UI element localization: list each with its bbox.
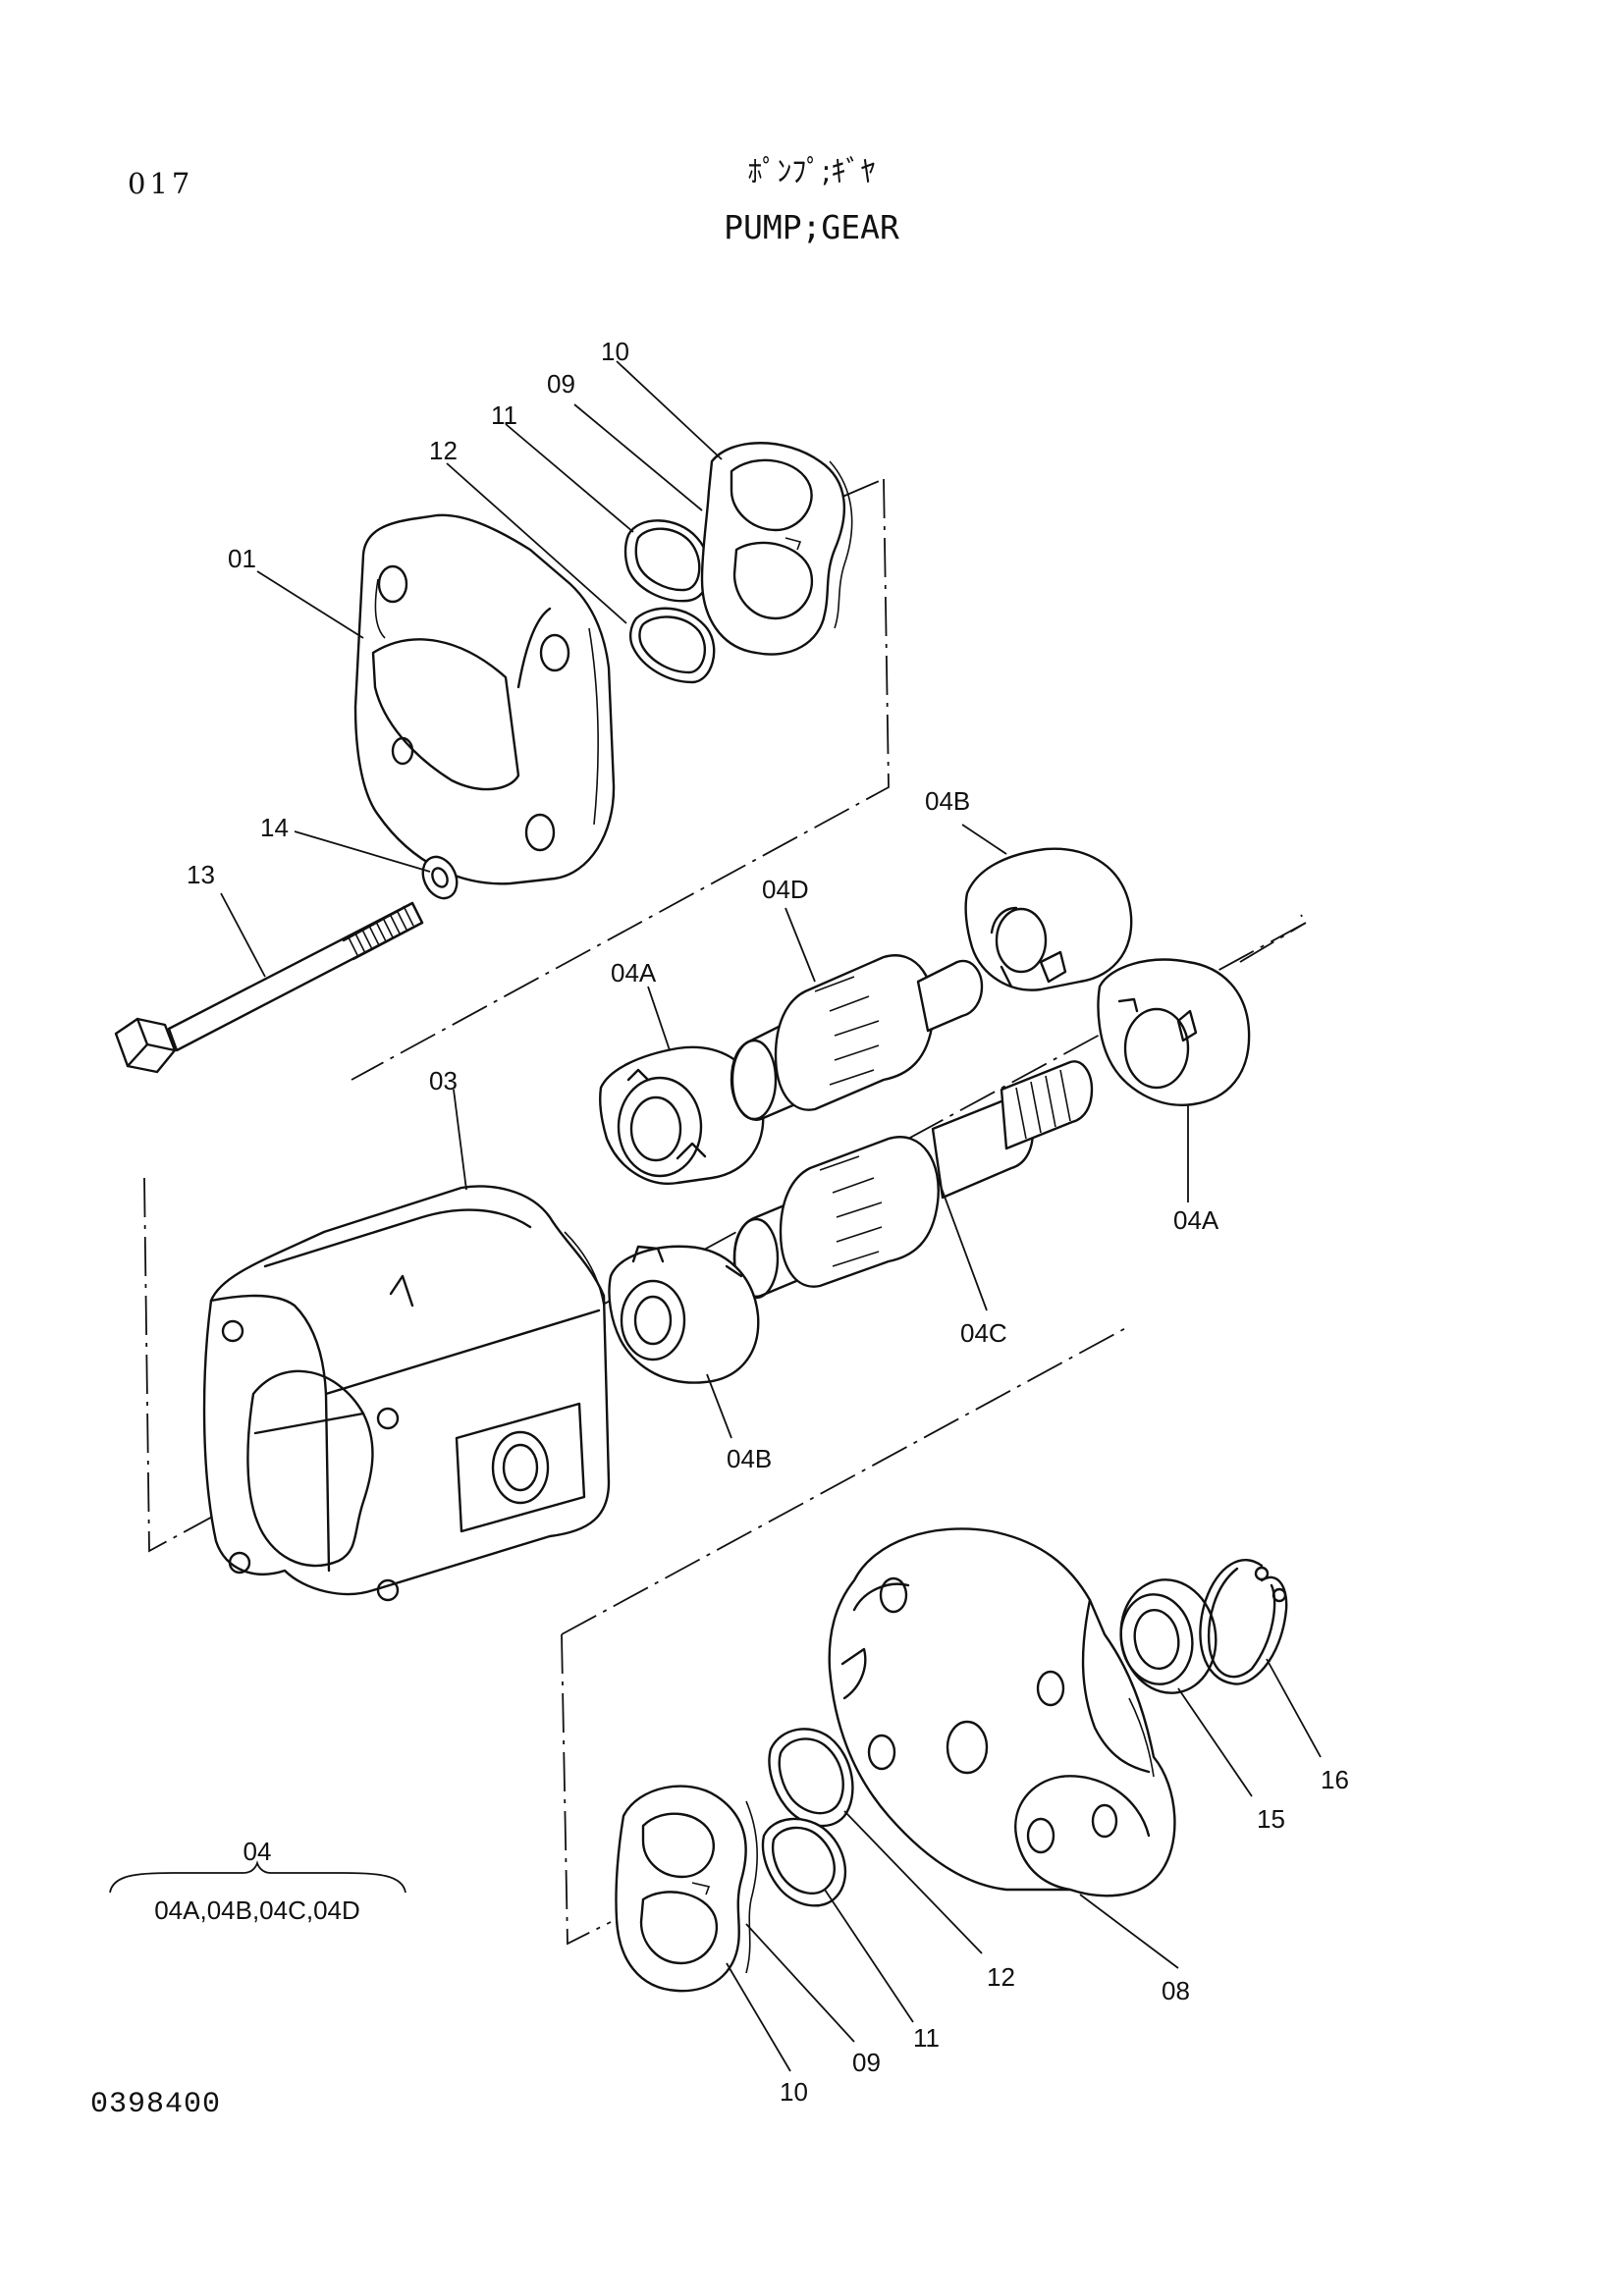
kit-legend-children: 04A,04B,04C,04D	[154, 1896, 360, 1925]
callout-12-lower: 12	[987, 1962, 1015, 1992]
callout-04a-right: 04A	[1173, 1205, 1219, 1235]
page-number: 017	[128, 167, 194, 200]
callout-04d: 04D	[762, 875, 809, 904]
part-01-rear-cover	[353, 513, 616, 885]
callout-10-lower: 10	[780, 2077, 808, 2107]
part-04b-bushing-upper	[964, 847, 1133, 991]
part-12-seal-upper	[628, 607, 716, 684]
callout-04a-left: 04A	[611, 958, 657, 988]
callout-12-upper: 12	[429, 436, 458, 465]
callout-04c: 04C	[960, 1318, 1007, 1348]
assembly-boundary-lines	[143, 478, 1308, 1946]
figure-number: 0398400	[90, 2088, 222, 2121]
callout-10-upper: 10	[601, 337, 629, 366]
part-04a-bushing-left	[599, 1045, 765, 1185]
part-04a-bushing-right	[1097, 958, 1251, 1106]
callout-03: 03	[429, 1066, 458, 1095]
callout-labels: 10 09 11 12 01 14 13 04B 04D 04A 03 04A …	[187, 337, 1349, 2107]
part-03-gear-body	[202, 1185, 611, 1602]
part-09-10-gasket-upper	[700, 442, 853, 656]
callout-09-upper: 09	[547, 369, 575, 399]
callout-04b-upper: 04B	[925, 786, 970, 816]
part-09-10-gasket-lower	[615, 1785, 758, 1993]
part-13-bolt	[114, 901, 424, 1074]
callout-08: 08	[1162, 1976, 1190, 2005]
callout-15: 15	[1257, 1804, 1285, 1834]
diagram-title: PUMP;GEAR	[724, 208, 899, 246]
callout-11-lower: 11	[913, 2023, 940, 2053]
kit-legend-brace	[109, 1860, 406, 1894]
callout-14: 14	[260, 813, 289, 842]
leader-lines	[220, 360, 1322, 2072]
callout-16: 16	[1321, 1765, 1349, 1794]
kit-legend: 04 04A,04B,04C,04D	[109, 1837, 406, 1925]
callout-09-lower: 09	[852, 2048, 881, 2077]
part-14-washer	[421, 855, 459, 900]
callout-01: 01	[228, 544, 256, 573]
part-04d-driven-gear	[730, 954, 984, 1121]
part-11-seal-upper	[623, 519, 711, 603]
part-04b-bushing-lower	[608, 1245, 760, 1384]
diagram-title-japanese: ﾎﾟﾝﾌﾟ;ｷﾞﾔ	[747, 155, 876, 189]
part-11-seal-lower	[761, 1817, 847, 1907]
part-15-oil-seal	[1119, 1578, 1217, 1694]
callout-11-upper: 11	[491, 400, 517, 430]
part-08-front-cover	[828, 1527, 1176, 1897]
part-04c-drive-gear-shaft	[732, 1060, 1094, 1300]
part-16-snap-ring	[1199, 1559, 1288, 1685]
callout-13: 13	[187, 860, 215, 889]
part-12-seal-lower	[768, 1728, 854, 1828]
callout-04b-lower: 04B	[727, 1444, 772, 1473]
